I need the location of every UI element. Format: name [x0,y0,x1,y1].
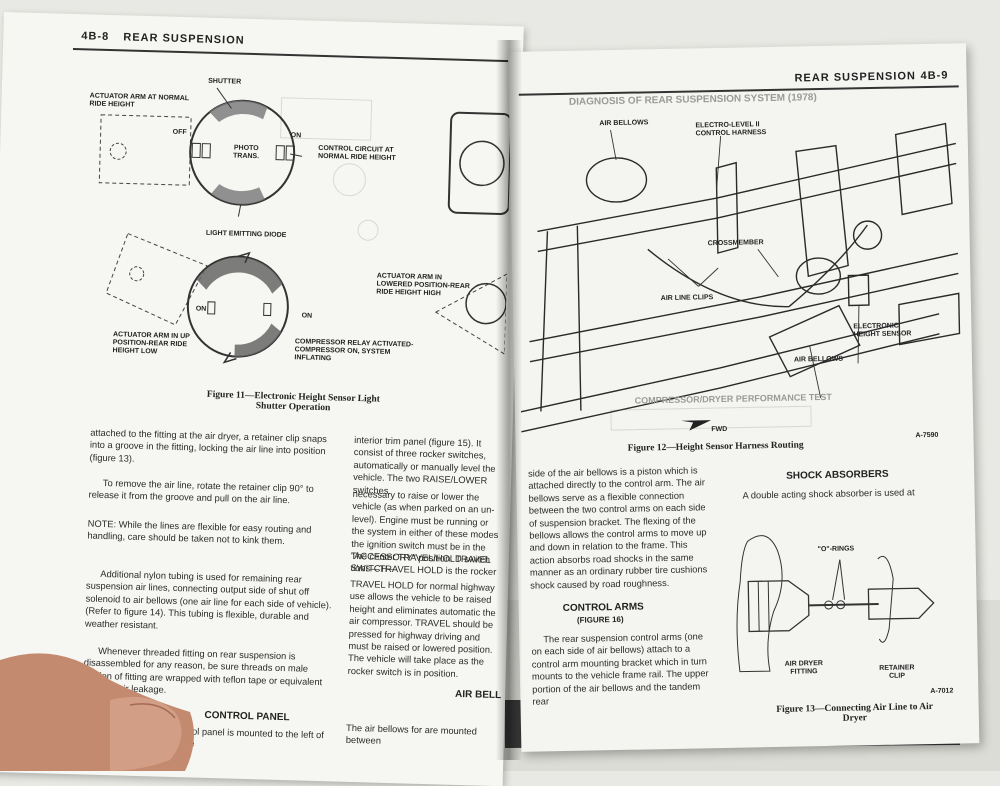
figure-12-illustration [520,122,961,433]
figure-13-illustration [736,535,935,673]
right-page: REAR SUSPENSION 4B-9 DIAGNOSIS OF REAR S… [508,43,980,752]
